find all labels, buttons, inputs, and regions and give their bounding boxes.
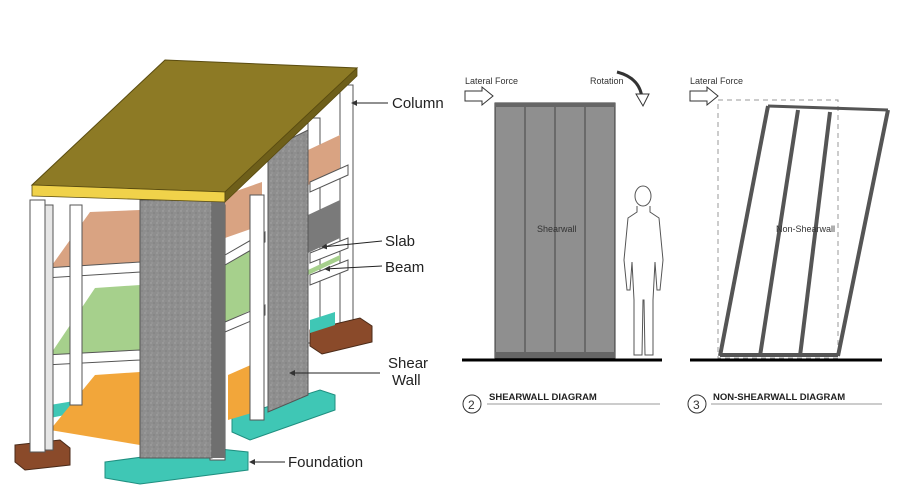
leader-lines [249, 100, 388, 465]
shear-walls [139, 129, 309, 459]
rotation-label: Rotation [590, 76, 624, 86]
non-shearwall-diagram: Lateral Force Non-Shearwall 3 NON-SHEARW… [687, 76, 890, 414]
label-slab: Slab [385, 233, 415, 250]
non-shearwall-caption: NON-SHEARWALL DIAGRAM [713, 392, 845, 403]
diagram-number-2: 3 [693, 398, 700, 412]
rear-frame [307, 84, 354, 344]
diagram-number-badge-2 [687, 394, 707, 414]
human-figure-icon [623, 185, 664, 356]
shearwall-caption: SHEARWALL DIAGRAM [489, 392, 597, 403]
shearwall-diagram: Lateral Force Rotation Shearwall 2 SHEAR… [462, 70, 664, 414]
lateral-force-arrow-icon [464, 85, 494, 107]
diagram-number: 2 [468, 398, 475, 412]
label-column: Column [392, 95, 444, 112]
lateral-force-label: Lateral Force [465, 76, 518, 86]
label-wall: Wall [392, 372, 421, 389]
roof-slab [30, 59, 359, 203]
diagram-number-badge [462, 394, 482, 414]
shearwall-panel-label: Shearwall [537, 224, 577, 234]
building-illustration: Column Slab Beam Shear Wall Foundation [14, 59, 444, 485]
racked-frame [718, 104, 890, 357]
non-shearwall-panel-label: Non-Shearwall [776, 224, 835, 234]
lateral-force-label-2: Lateral Force [690, 76, 743, 86]
label-shear: Shear [388, 355, 428, 372]
label-foundation: Foundation [288, 454, 363, 471]
label-beam: Beam [385, 259, 424, 276]
lateral-force-arrow-icon-2 [689, 85, 719, 107]
